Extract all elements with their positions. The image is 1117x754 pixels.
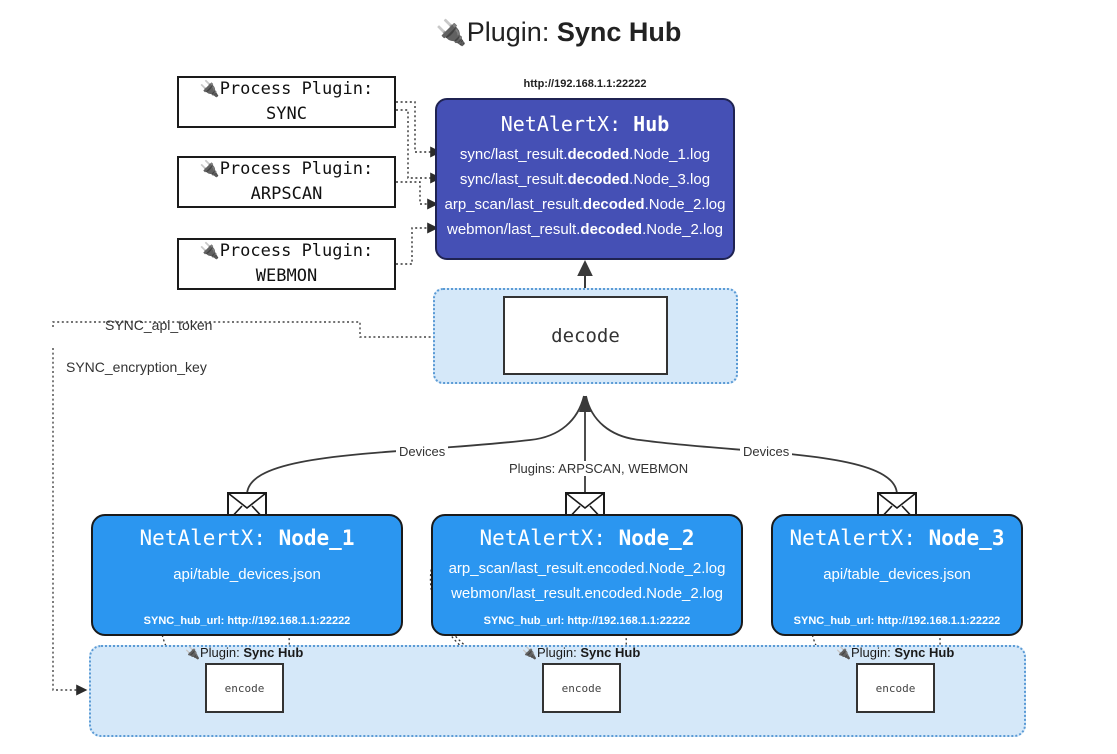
node-title: NetAlertX: Node_2 xyxy=(479,526,695,550)
hub-log-line: arp_scan/last_result.decoded.Node_2.log xyxy=(444,196,726,213)
edge-label-devices-left: Devices xyxy=(396,444,449,459)
plug-icon: 🔌 xyxy=(199,241,220,261)
encode-label: encode xyxy=(875,681,916,695)
process-plugin-line-2: SYNC xyxy=(266,104,307,124)
node-log-line: arp_scan/last_result.encoded.Node_2.log xyxy=(448,560,726,577)
plug-icon: 🔌 xyxy=(836,646,851,660)
hub-log-line: webmon/last_result.decoded.Node_2.log xyxy=(447,221,723,238)
edge-label-plugins-middle: Plugins: ARPSCAN, WEBMON xyxy=(506,461,692,476)
hub-log-line: sync/last_result.decoded.Node_1.log xyxy=(459,146,711,163)
plug-icon: 🔌 xyxy=(199,159,220,179)
edge-label-devices-right: Devices xyxy=(740,444,793,459)
node-box-node-3[interactable]: NetAlertX: Node_3 api/table_devices.json… xyxy=(771,514,1023,636)
node-log-line: webmon/last_result.encoded.Node_2.log xyxy=(451,585,723,602)
page-title-prefix: Plugin: xyxy=(466,17,557,47)
node-box-node-1[interactable]: NetAlertX: Node_1 api/table_devices.json… xyxy=(91,514,403,636)
encode-label: encode xyxy=(224,681,265,695)
process-plugin-box-webmon[interactable]: 🔌Process Plugin: WEBMON xyxy=(177,238,396,290)
decode-node[interactable]: decode xyxy=(503,296,668,375)
bottom-plugin-label-1: 🔌Plugin: Sync Hub xyxy=(185,645,304,660)
node-log-line: api/table_devices.json xyxy=(173,566,321,583)
page-title-name: Sync Hub xyxy=(556,17,682,47)
node-footer-hub-url: SYNC_hub_url: http://192.168.1.1:22222 xyxy=(143,615,351,627)
page-title: 🔌Plugin: Sync Hub xyxy=(0,17,1117,48)
node-title: NetAlertX: Node_3 xyxy=(789,526,1005,550)
plug-icon: 🔌 xyxy=(199,79,220,99)
encode-node-1[interactable]: encode xyxy=(205,663,284,713)
process-plugin-box-sync[interactable]: 🔌Process Plugin: SYNC xyxy=(177,76,396,128)
node-box-node-2[interactable]: NetAlertX: Node_2 arp_scan/last_result.e… xyxy=(431,514,743,636)
process-plugin-box-arpscan[interactable]: 🔌Process Plugin: ARPSCAN xyxy=(177,156,396,208)
encode-label: encode xyxy=(561,681,602,695)
node-footer-hub-url: SYNC_hub_url: http://192.168.1.1:22222 xyxy=(793,615,1001,627)
process-plugin-line-2: ARPSCAN xyxy=(250,184,323,204)
hub-log-line: sync/last_result.decoded.Node_3.log xyxy=(459,171,711,188)
process-plugin-line-2: WEBMON xyxy=(255,266,318,286)
plug-icon: 🔌 xyxy=(435,19,467,47)
plug-icon: 🔌 xyxy=(522,646,537,660)
hub-node[interactable]: NetAlertX: Hub sync/last_result.decoded.… xyxy=(435,98,735,260)
bottom-plugin-label-2: 🔌Plugin: Sync Hub xyxy=(522,645,641,660)
secret-label-api-token: SYNC_api_token xyxy=(105,317,213,333)
node-footer-hub-url: SYNC_hub_url: http://192.168.1.1:22222 xyxy=(483,615,691,627)
decode-label: decode xyxy=(551,324,620,347)
hub-title: NetAlertX: Hub xyxy=(500,112,670,136)
encode-node-2[interactable]: encode xyxy=(542,663,621,713)
bottom-plugin-label-3: 🔌Plugin: Sync Hub xyxy=(836,645,955,660)
encode-node-3[interactable]: encode xyxy=(856,663,935,713)
secret-label-encryption-key: SYNC_encryption_key xyxy=(66,359,207,375)
plug-icon: 🔌 xyxy=(185,646,200,660)
process-plugin-line-1: 🔌Process Plugin: xyxy=(199,241,374,262)
node-title: NetAlertX: Node_1 xyxy=(139,526,355,550)
node-log-line: api/table_devices.json xyxy=(823,566,971,583)
process-plugin-line-1: 🔌Process Plugin: xyxy=(199,159,374,180)
hub-url-label: http://192.168.1.1:22222 xyxy=(523,78,647,90)
process-plugin-line-1: 🔌Process Plugin: xyxy=(199,79,374,100)
